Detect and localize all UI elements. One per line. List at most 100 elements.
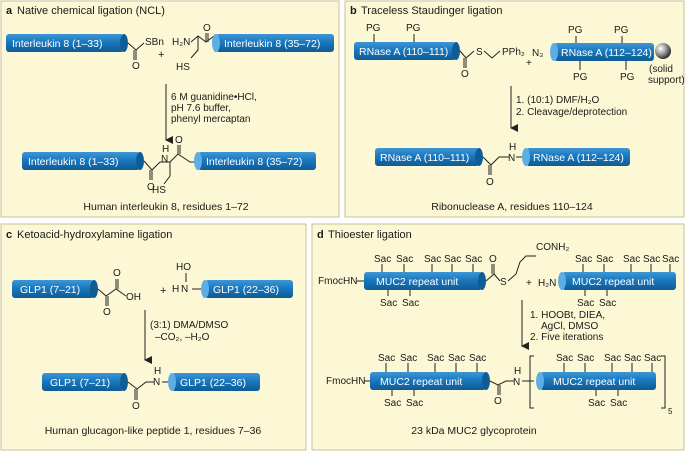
condition-line: pH 7.6 buffer, [171, 103, 231, 114]
panel-b-title: Traceless Staudinger ligation [361, 5, 502, 17]
cylinder-label: GLP1 (7–21) [20, 284, 80, 296]
panel-c-background [0, 223, 307, 451]
n-atom: N [153, 377, 160, 388]
sac-label: Sac [599, 298, 616, 309]
rnase-cylinder-112-124: RNase A (112–124) [550, 43, 654, 61]
sac-label: Sac [402, 298, 419, 309]
cylinder-label: MUC2 repeat unit [553, 376, 635, 388]
sac-label: Sac [396, 254, 413, 265]
h-atom: H [162, 144, 169, 155]
fmoc-label: FmocHN [318, 276, 357, 287]
panel-d-title: Thioester ligation [328, 229, 412, 241]
n-atom: N [181, 284, 188, 295]
hs-label: HS [176, 62, 190, 73]
sac-label: Sac [577, 298, 594, 309]
sac-label: Sac [577, 353, 594, 364]
cylinder-label: Interleukin 8 (1–33) [28, 156, 118, 168]
sac-label: Sac [424, 254, 441, 265]
h2n-label: H₂N [172, 37, 190, 48]
n-atom: N [161, 154, 168, 165]
support-label: (solid [649, 64, 673, 75]
condition-line: –CO₂, –H₂O [155, 332, 210, 343]
o-atom: O [489, 254, 497, 265]
cylinder-label: GLP1 (22–36) [213, 284, 279, 296]
h-atom: H [509, 142, 516, 153]
cylinder-label: MUC2 repeat unit [572, 276, 654, 288]
panel-c: c Ketoacid-hydroxylamine ligation GLP1 (… [6, 229, 293, 437]
sac-label: Sac [575, 254, 592, 265]
condition-line: phenyl mercaptan [171, 114, 251, 125]
panel-d-letter: d [317, 229, 324, 241]
sac-label: Sac [400, 353, 417, 364]
o-atom: O [132, 61, 140, 72]
panel-a-caption: Human interleukin 8, residues 1–72 [83, 201, 248, 213]
panel-b-letter: b [350, 5, 357, 17]
condition-line: AgCl, DMSO [541, 321, 598, 332]
o-atom: O [461, 69, 469, 80]
solid-support-bead [655, 43, 671, 59]
s-atom: S [476, 47, 483, 58]
panel-c-title: Ketoacid-hydroxylamine ligation [17, 229, 172, 241]
interleukin-cylinder-35-72: Interleukin 8 (35–72) [212, 34, 334, 52]
product-glp1-22-36: GLP1 (22–36) [168, 373, 260, 391]
sac-label: Sac [465, 254, 482, 265]
hs-label: HS [152, 185, 166, 196]
plus-sign: + [158, 49, 164, 61]
s-atom: S [500, 277, 507, 288]
sac-label: Sac [623, 254, 640, 265]
sac-label: Sac [374, 254, 391, 265]
panel-b-background [344, 0, 685, 218]
cylinder-label: MUC2 repeat unit [376, 276, 458, 288]
plus-sign: + [526, 278, 532, 289]
panel-b-caption: Ribonuclease A, residues 110–124 [431, 201, 593, 213]
pg-label: PG [406, 23, 421, 34]
panel-d-background [311, 223, 685, 451]
support-label: support) [648, 75, 685, 86]
panel-a: a Native chemical ligation (NCL) Interle… [6, 5, 334, 213]
interleukin-cylinder-1-33: Interleukin 8 (1–33) [6, 34, 128, 52]
sac-label: Sac [378, 353, 395, 364]
pg-label: PG [366, 23, 381, 34]
pg-label: PG [568, 25, 583, 36]
pg-label: PG [573, 72, 588, 83]
cylinder-label: Interleukin 8 (35–72) [224, 38, 320, 50]
sac-label: Sac [427, 353, 444, 364]
condition-line: 2. Cleavage/deprotection [516, 107, 627, 118]
sac-label: Sac [644, 353, 661, 364]
product-rnase-112-124: RNase A (112–124) [522, 148, 630, 166]
cylinder-label: RNase A (112–124) [533, 152, 624, 164]
o-atom: O [103, 307, 111, 318]
sac-label: Sac [406, 398, 423, 409]
condition-line: (3:1) DMA/DMSO [150, 320, 229, 331]
glp1-cylinder-22-36: GLP1 (22–36) [201, 280, 293, 298]
h-atom: H [514, 366, 521, 377]
o-atom: O [175, 135, 183, 146]
panel-c-letter: c [6, 229, 12, 241]
sac-label: Sac [588, 398, 605, 409]
sac-label: Sac [643, 254, 660, 265]
sac-label: Sac [556, 353, 573, 364]
glp1-cylinder-7-21: GLP1 (7–21) [12, 280, 98, 298]
condition-line: 1. HOOBt, DIEA, [530, 310, 605, 321]
sac-label: Sac [624, 353, 641, 364]
sac-label: Sac [604, 353, 621, 364]
n3-label: N₃ [532, 48, 543, 59]
sac-label: Sac [469, 353, 486, 364]
cylinder-label: GLP1 (22–36) [180, 377, 246, 389]
panel-c-caption: Human glucagon-like peptide 1, residues … [45, 425, 262, 437]
n-atom: N [508, 153, 515, 164]
h2n-label: H₂N [538, 278, 556, 289]
oh-label: OH [126, 292, 141, 303]
sac-label: Sac [596, 254, 613, 265]
o-atom: O [486, 177, 494, 188]
cylinder-label: RNase A (112–124) [561, 47, 652, 59]
cylinder-label: GLP1 (7–21) [50, 377, 110, 389]
panel-a-title: Native chemical ligation (NCL) [17, 5, 165, 17]
rnase-cylinder-110-111: RNase A (110–111) [354, 42, 460, 60]
o-atom: O [132, 401, 140, 412]
n-atom: N [513, 377, 520, 388]
plus-sign: + [526, 58, 532, 69]
sac-label: Sac [444, 254, 461, 265]
product-muc2-right: MUC2 repeat unit [536, 372, 656, 390]
